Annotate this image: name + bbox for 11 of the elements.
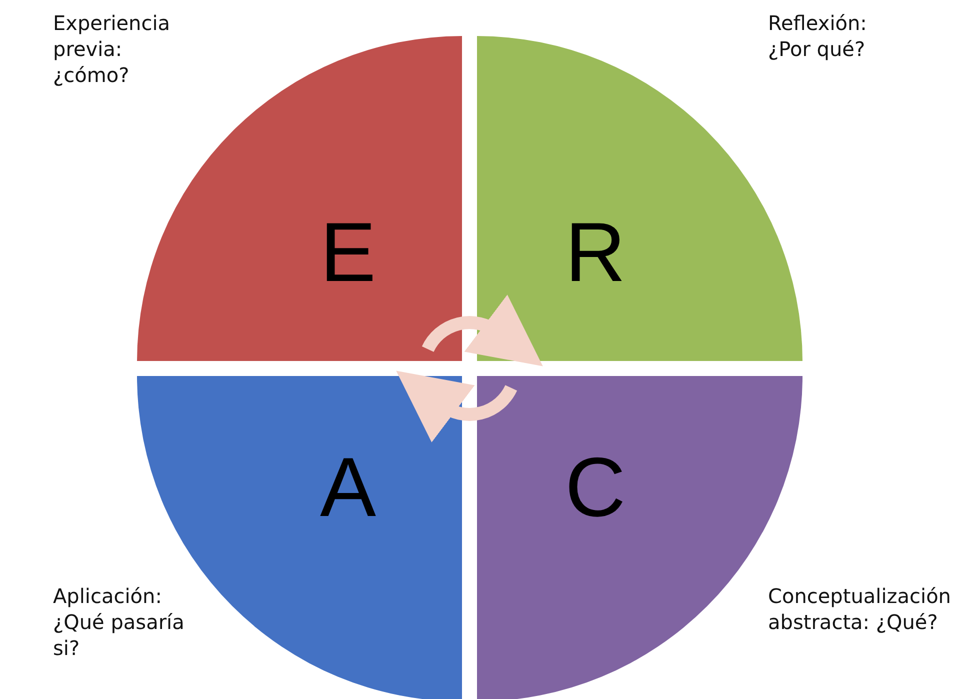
- quadrant-letter: A: [320, 445, 376, 529]
- quadrant-letter: C: [565, 445, 626, 529]
- stage-caption: Conceptualización abstracta: ¿Qué?: [768, 583, 952, 635]
- stage-caption: Experiencia previa: ¿cómo?: [53, 10, 172, 88]
- cycle-arrow: [394, 374, 517, 443]
- stage-caption: Reflexión: ¿Por qué?: [768, 10, 868, 62]
- quadrant-letter: R: [565, 210, 626, 294]
- quadrant-segment: [136, 36, 462, 361]
- quadrant-letter: E: [320, 210, 376, 294]
- cycle-arrow: [422, 294, 545, 364]
- stage-caption: Aplicación: ¿Qué pasaría si?: [53, 583, 186, 661]
